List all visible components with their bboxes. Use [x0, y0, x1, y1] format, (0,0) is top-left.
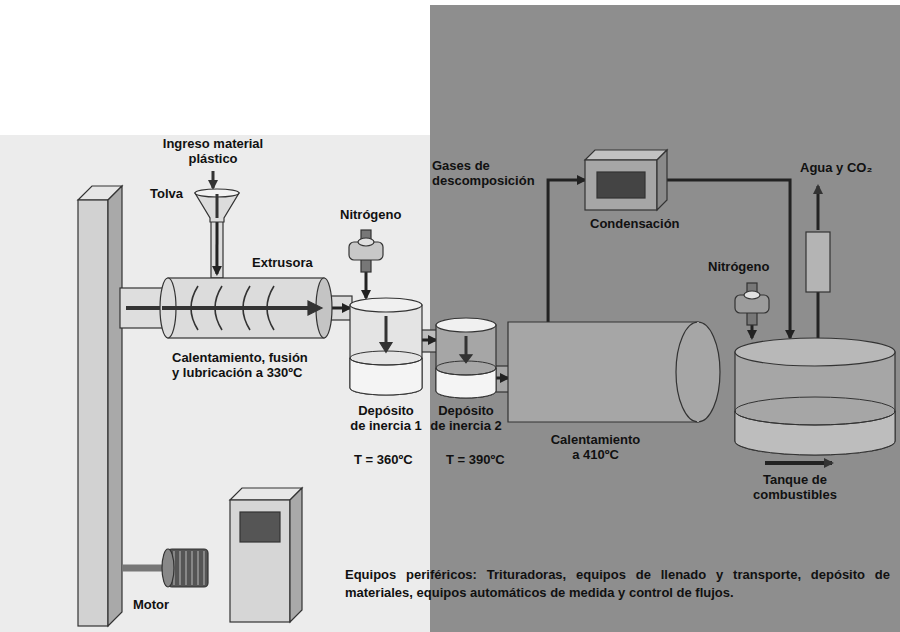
control-panel — [230, 488, 302, 622]
component-label: Condensación — [590, 216, 686, 231]
component-label: Depósito de inercia 1 — [350, 403, 423, 433]
hopper-shape — [195, 189, 239, 222]
exhaust-stack-shape — [806, 232, 830, 292]
flow-label: Gases de descomposición — [432, 158, 540, 188]
nitrogen-valve: Nitrógeno — [346, 230, 386, 272]
component-label: Motor — [133, 597, 183, 612]
nitrogen-valve-shape — [349, 230, 383, 272]
component-note: T = 360ºC — [354, 452, 426, 467]
condenser-box-shape — [585, 150, 667, 210]
equipment-note: Equipos periféricos: Trituradoras, equip… — [345, 566, 890, 602]
exhaust-arrow — [817, 186, 820, 230]
extruder-outline — [160, 274, 332, 342]
component-label: Depósito de inercia 2 — [430, 403, 503, 433]
support-wall — [78, 186, 122, 626]
hopper-outline — [193, 188, 241, 222]
hopper-neck — [211, 220, 223, 278]
condenser-box-outline — [585, 150, 667, 210]
condenser-box: Condensación — [585, 150, 667, 210]
component-label: Calentamiento a 410ºC — [548, 432, 643, 462]
connecting-pipe — [330, 296, 352, 320]
flow-connector — [215, 222, 218, 274]
dark-ground — [430, 5, 900, 632]
flow-connector — [548, 180, 585, 322]
exhaust-stack: Agua y CO₂ — [806, 232, 830, 292]
component-label: Tanque de combustibles — [752, 472, 838, 502]
component-label: Extrusora — [252, 255, 332, 270]
flow-connector — [422, 339, 436, 342]
inertia-tank-outline — [436, 318, 496, 398]
nitrogen-valve: Nitrógeno — [732, 283, 772, 325]
fuel-tank: Tanque de combustibles — [735, 338, 895, 455]
inertia-tank-outline — [350, 298, 422, 395]
pyrolysis-reactor-shape — [508, 322, 720, 422]
nitrogen-valve-outline — [346, 230, 386, 272]
pyrolysis-reactor: Calentamiento a 410ºC — [508, 322, 720, 422]
flow-connector — [750, 325, 753, 338]
inertia-tank: Depósito de inercia 2T = 390ºC — [436, 318, 496, 398]
extruder: ExtrusoraCalentamiento, fusión y lubrica… — [160, 274, 332, 342]
component-label: Nitrógeno — [340, 207, 412, 222]
inertia-tank-shape — [350, 298, 422, 395]
extruder-shape — [160, 278, 332, 338]
flow-connector — [496, 377, 508, 380]
inertia-tank-shape — [436, 318, 496, 398]
fuel-tank-shape — [735, 338, 895, 455]
nitrogen-valve-shape — [735, 283, 769, 325]
component-label: Nitrógeno — [708, 259, 780, 274]
flow-connector — [364, 272, 367, 298]
component-note: T = 390ºC — [446, 452, 518, 467]
input-arrow — [212, 171, 215, 188]
flow-connector — [667, 180, 790, 338]
inertia-tank: Depósito de inercia 1T = 360ºC — [350, 298, 422, 395]
flow-connector — [332, 306, 350, 309]
flow-connector — [817, 292, 820, 338]
fuel-tank-outline — [735, 338, 895, 455]
hopper: Tolva — [193, 188, 241, 222]
component-note: Calentamiento, fusión y lubricación a 33… — [172, 350, 314, 380]
connecting-pipe — [420, 330, 438, 352]
light-ground — [0, 135, 430, 632]
input-label: Ingreso material plástico — [160, 136, 266, 166]
component-label: Tolva — [150, 186, 190, 201]
output-arrow — [765, 461, 832, 465]
motor: Motor — [160, 545, 212, 591]
exhaust-stack-outline — [806, 232, 830, 292]
motor-shaft — [122, 565, 166, 572]
pyrolysis-reactor-outline — [508, 322, 720, 422]
nitrogen-valve-outline — [732, 283, 772, 325]
motor-outline — [160, 545, 212, 591]
motor-shape — [162, 549, 208, 587]
component-label: Agua y CO₂ — [800, 160, 890, 175]
